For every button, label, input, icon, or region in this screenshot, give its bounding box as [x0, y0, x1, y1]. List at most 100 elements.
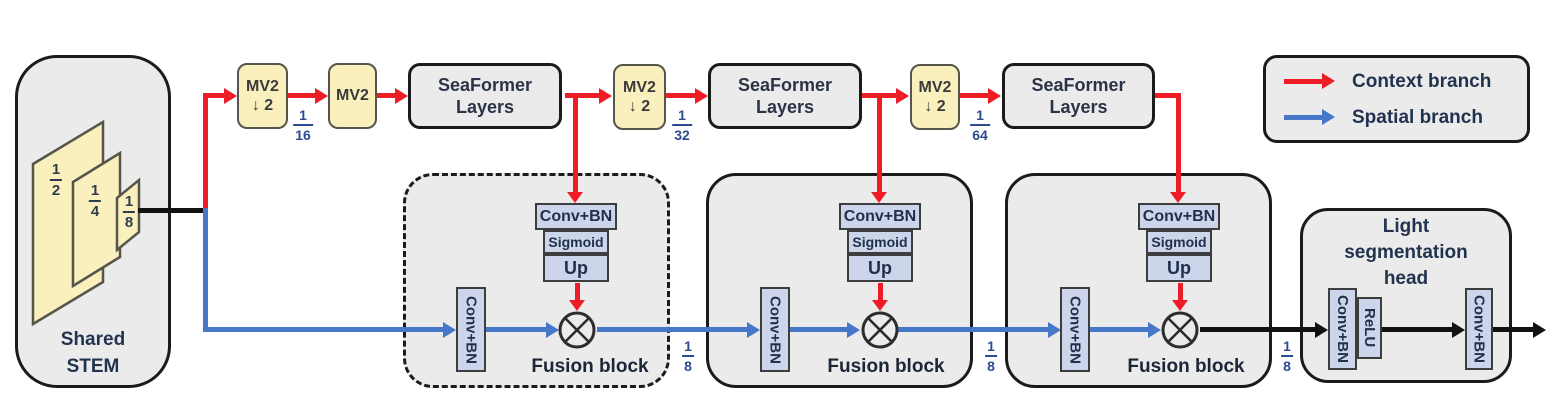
output-line-2	[1382, 327, 1452, 332]
fusion-3-sigmoid-label: Sigmoid	[1151, 234, 1207, 250]
fusion-block-3-panel	[1005, 173, 1272, 388]
fusion-1-sigmoid-label: Sigmoid	[548, 234, 604, 250]
fusion-3-conv-bn-label: Conv+BN	[1142, 207, 1216, 225]
spatial-arrow-1	[443, 322, 456, 338]
fusion-1-multiply-icon	[558, 311, 596, 349]
mv2-label: MV2	[336, 87, 369, 105]
spatial-arrow-3	[747, 322, 760, 338]
fusion-2-sigmoid-box: Sigmoid	[847, 230, 913, 254]
spatial-line-4	[790, 327, 847, 332]
seaformer-2-line2: Layers	[755, 97, 815, 117]
fusion-1-sigmoid-box: Sigmoid	[543, 230, 609, 254]
mv2-down-box-3: MV2 ↓ 2	[910, 64, 960, 130]
seaformer-layers-box-2: SeaFormer Layers	[708, 63, 862, 129]
spatial-arrow-6	[1148, 322, 1161, 338]
head-conv-bn-2-box: Conv+BN	[1465, 288, 1493, 370]
stem-feature-maps	[31, 119, 141, 327]
spatial-arrow-2	[546, 322, 559, 338]
mv2-down-1-label: MV2	[246, 77, 279, 95]
legend-context-line	[1284, 79, 1322, 84]
seaformer-3-line1: SeaFormer	[1031, 74, 1126, 95]
spatial-arrow-4	[847, 322, 860, 338]
fusion-2-spatial-conv-bn-label: Conv+BN	[766, 295, 784, 364]
legend-context-arrow-icon	[1322, 73, 1335, 89]
fusion-2-conv-bn-box: Conv+BN	[839, 203, 921, 230]
seaformer-layers-box-1: SeaFormer Layers	[408, 63, 562, 129]
fusion-3-title: Fusion block	[1127, 356, 1245, 377]
fusion-2-up-arrow-line	[878, 283, 883, 301]
mv2-down-2-label: MV2	[623, 78, 656, 96]
context-line-1	[206, 93, 224, 98]
fusion-3-up-box: Up	[1146, 254, 1212, 282]
spatial-line-2	[486, 327, 546, 332]
fusion-2-title: Fusion block	[827, 356, 945, 377]
seaformer-layers-box-3: SeaFormer Layers	[1002, 63, 1155, 129]
stem-output-line	[138, 208, 206, 213]
mv2-down-2-stride: ↓ 2	[628, 98, 651, 115]
context-arrow-1	[224, 88, 237, 104]
stem-label: Shared STEM	[60, 329, 126, 377]
output-arrow-2	[1452, 322, 1465, 338]
mv2-down-3-label: MV2	[918, 78, 952, 96]
fusion-1-title: Fusion block	[531, 356, 649, 377]
fusion-3-conv-bn-box: Conv+BN	[1138, 203, 1220, 230]
fusion-1-conv-bn-label: Conv+BN	[539, 207, 613, 225]
context-line-4	[565, 93, 599, 98]
context-riser-line	[203, 93, 208, 213]
spatial-line-1	[203, 327, 443, 332]
mv2-down-3-stride: ↓ 2	[924, 98, 946, 115]
mv2-box: MV2	[328, 63, 377, 129]
context-line-6	[862, 93, 896, 98]
context-arrow-4	[599, 88, 612, 104]
context-drop-2	[877, 96, 882, 192]
context-arrow-2	[315, 88, 328, 104]
fusion-1-up-arrow-line	[575, 283, 580, 301]
context-line-3	[377, 93, 395, 98]
fusion-1-conv-bn-box: Conv+BN	[535, 203, 617, 230]
legend-spatial-arrow-icon	[1322, 109, 1335, 125]
context-arrow-3	[395, 88, 408, 104]
head-conv-bn-1-label: Conv+BN	[1334, 295, 1351, 363]
fusion-3-multiply-icon	[1161, 311, 1199, 349]
segmentation-head-title: Light segmentation head	[1344, 216, 1468, 289]
seaformer-1-line2: Layers	[455, 97, 515, 117]
head-conv-bn-1-box: Conv+BN	[1328, 288, 1357, 370]
fusion-1-spatial-conv-bn-label: Conv+BN	[462, 295, 480, 364]
fusion-2-sigmoid-label: Sigmoid	[852, 234, 908, 250]
context-drop-arrow-2	[871, 192, 887, 203]
context-line-2	[288, 93, 315, 98]
output-arrow-1	[1315, 322, 1328, 338]
context-arrow-7	[988, 88, 1001, 104]
fusion-2-multiply-icon	[861, 311, 899, 349]
head-conv-bn-2-label: Conv+BN	[1470, 295, 1488, 363]
fusion-1-spatial-conv-bn-box: Conv+BN	[456, 287, 486, 372]
mv2-down-1-stride: ↓ 2	[251, 97, 274, 114]
seaformer-2-line1: SeaFormer	[737, 74, 833, 95]
context-arrow-5	[695, 88, 708, 104]
context-drop-arrow-3	[1170, 192, 1186, 203]
fusion-2-up-label: Up	[868, 257, 892, 278]
fusion-3-spatial-conv-bn-box: Conv+BN	[1060, 287, 1090, 372]
fusion-3-spatial-conv-bn-label: Conv+BN	[1066, 295, 1084, 364]
fusion-1-up-arrowhead	[569, 300, 585, 311]
fusion-2-conv-bn-label: Conv+BN	[843, 207, 917, 225]
fusion-3-sigmoid-box: Sigmoid	[1146, 230, 1212, 254]
context-drop-1	[573, 96, 578, 192]
context-drop-3	[1176, 93, 1181, 192]
fusion-3-up-arrow-line	[1178, 283, 1183, 301]
head-relu-box: ReLU	[1357, 297, 1382, 359]
spatial-line-5	[898, 327, 1048, 332]
mv2-down-box-1: MV2 ↓ 2	[237, 63, 288, 129]
seaformer-3-line2: Layers	[1049, 97, 1108, 117]
spatial-arrow-5	[1048, 322, 1061, 338]
fusion-2-up-arrowhead	[872, 300, 888, 311]
seaformer-1-line1: SeaFormer	[437, 74, 533, 95]
context-line-7	[960, 93, 988, 98]
